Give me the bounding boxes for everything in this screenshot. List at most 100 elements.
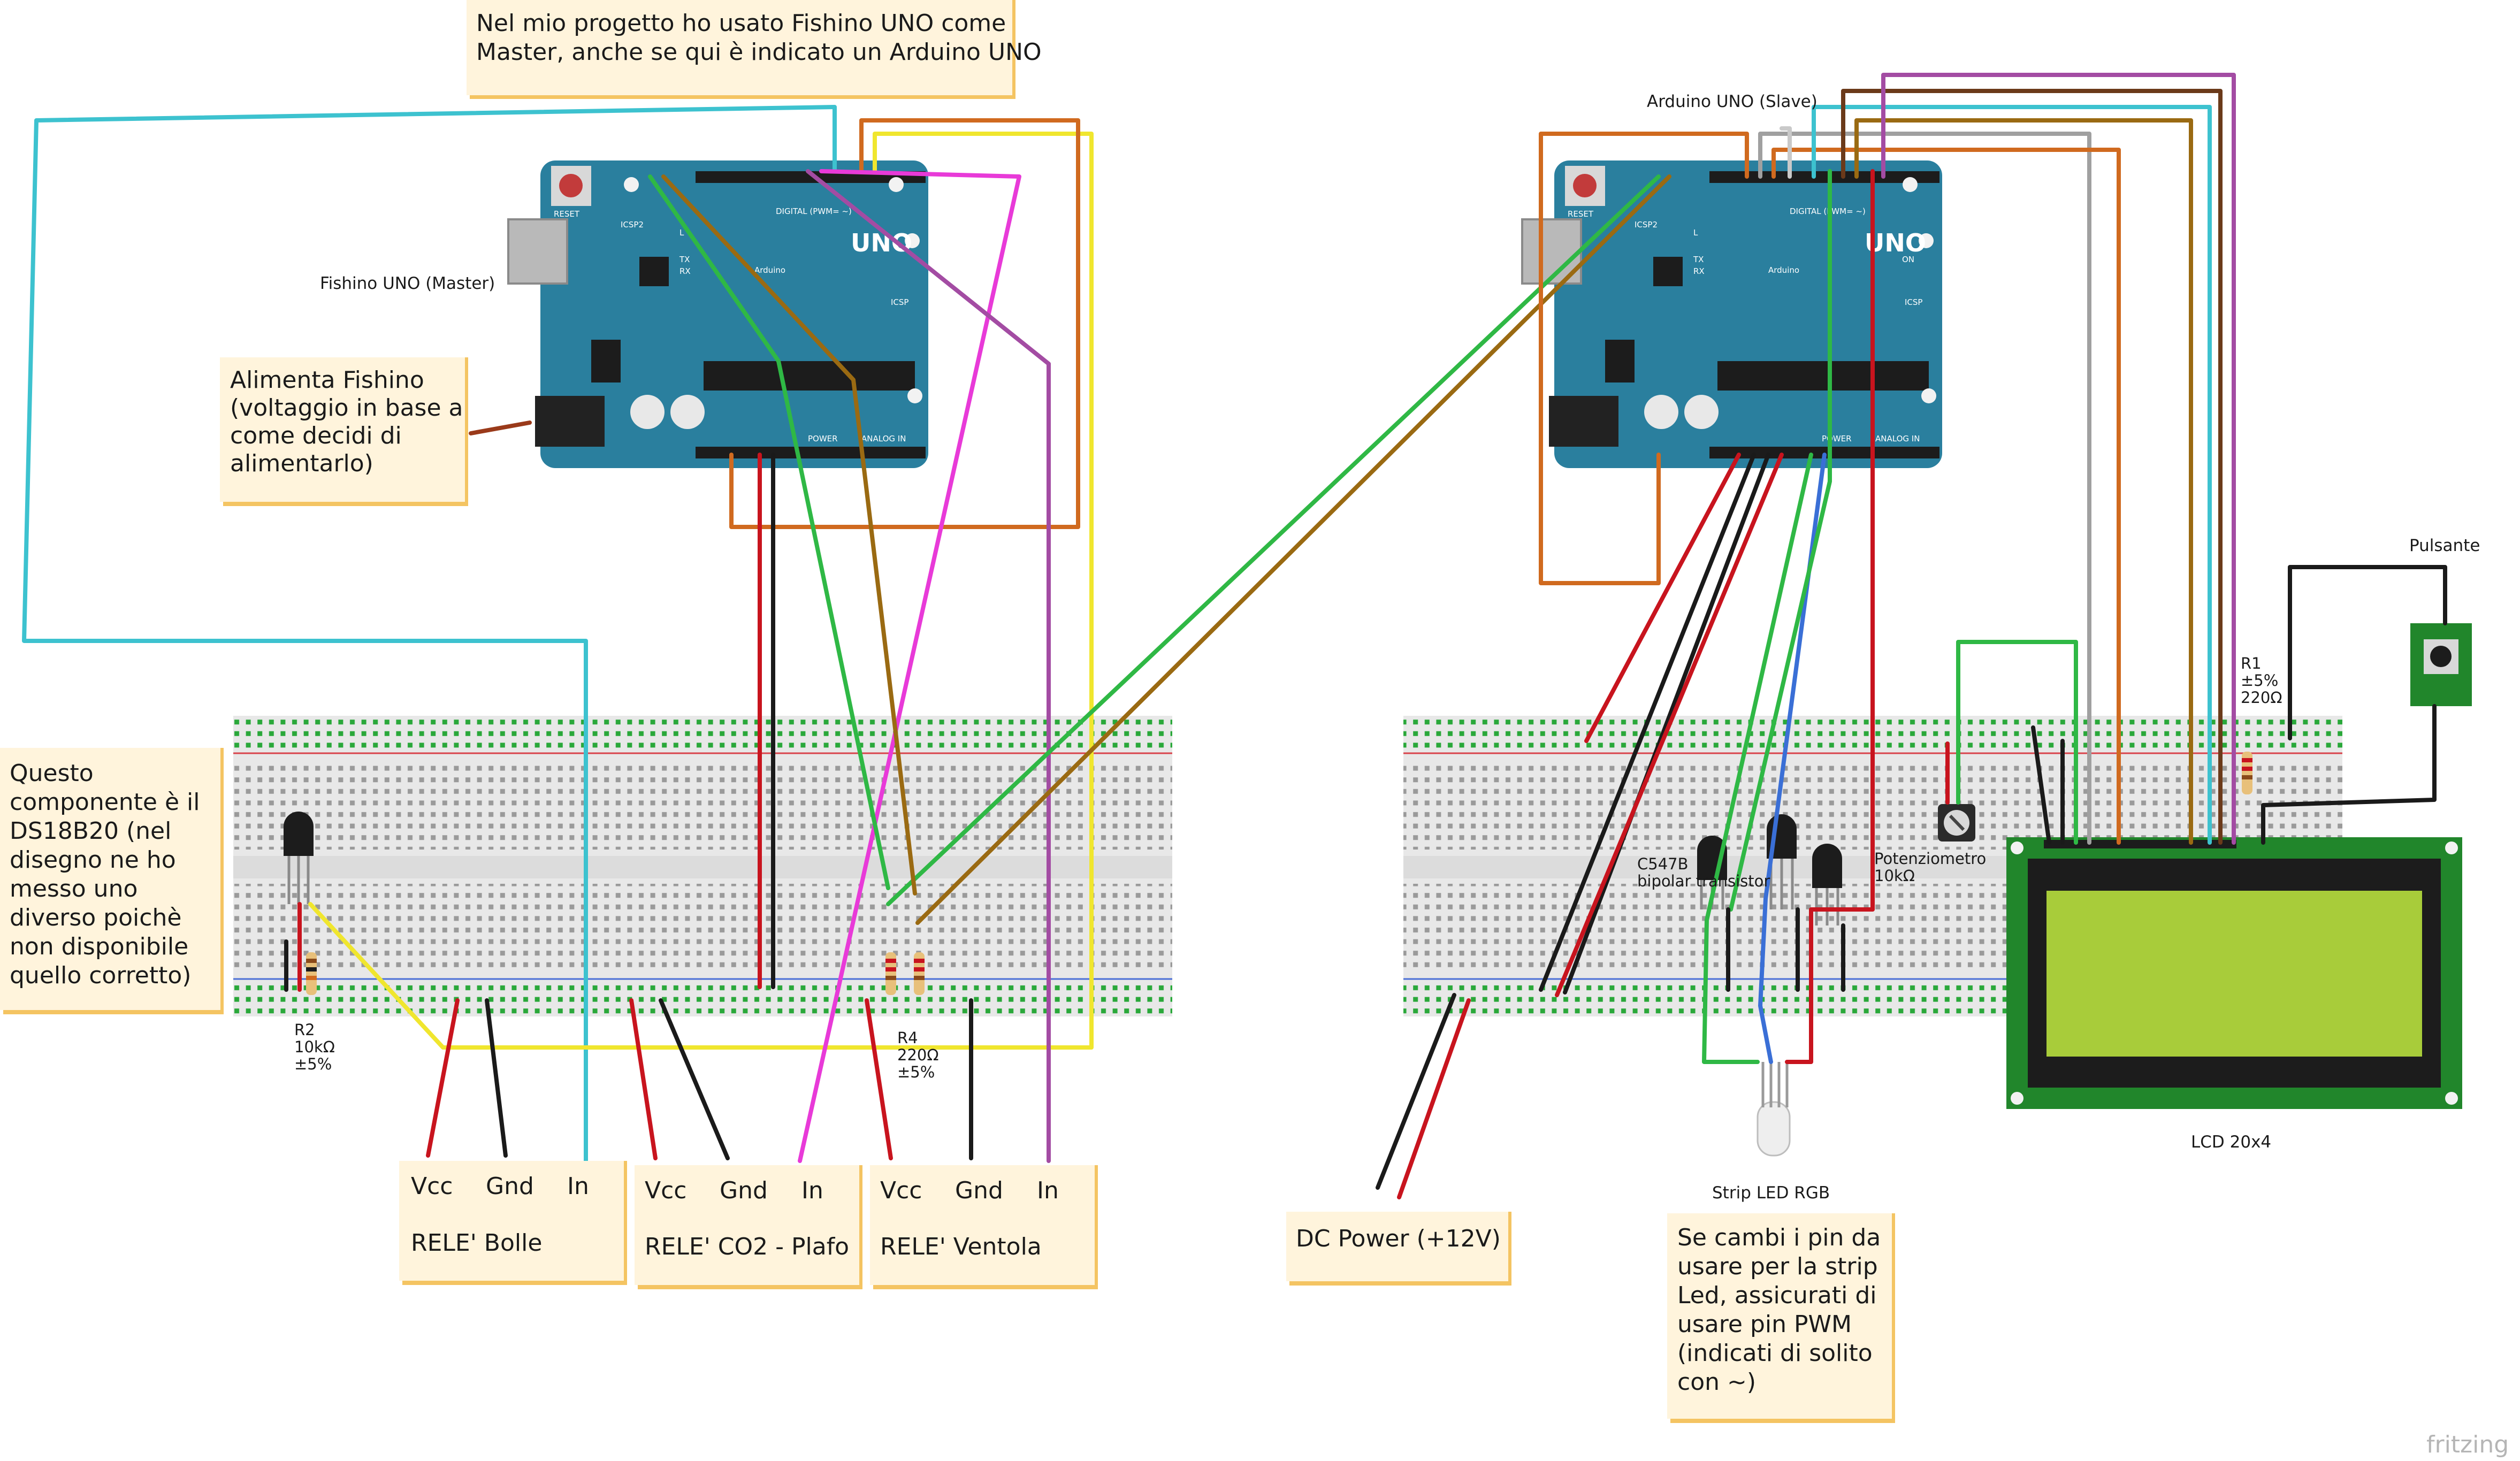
ds18b20-note-line: quello corretto)	[10, 962, 191, 989]
wire-gray-lcd	[1758, 132, 2091, 845]
relay-co2-in: In	[801, 1177, 823, 1204]
potentiometer	[1938, 804, 1975, 842]
breadboard-left	[233, 716, 1172, 1016]
relay-co2-vcc: Vcc	[645, 1177, 686, 1204]
tx-text: TX	[1693, 255, 1704, 264]
transistor-label-line: C547B	[1637, 855, 1689, 873]
arduino-slave-board: UNO Arduino RESET ICSP2 DIGITAL (PWM= ~)…	[1521, 160, 1942, 468]
wire-black-dc	[1376, 993, 1456, 1190]
pwm-note-line: con ~)	[1677, 1368, 1756, 1396]
relay-bolle-name: RELE' Bolle	[411, 1229, 542, 1257]
svg-text:Alimenta Fishino(voltaggio in: Alimenta Fishino(voltaggio in base acome…	[230, 366, 463, 477]
wire-purple-lcd	[1881, 73, 2236, 845]
power-note-line: Alimenta Fishino	[230, 366, 424, 394]
wire-darkbrown-lcd	[1841, 89, 2223, 845]
wire-black-slave-2	[1563, 453, 1770, 995]
label-slave-board: Arduino UNO (Slave)	[1647, 92, 1818, 111]
reset-text: RESET	[554, 209, 580, 219]
r1-label-line: 220Ω	[2241, 689, 2282, 707]
relay-co2-gnd: Gnd	[720, 1177, 768, 1204]
l-text: L	[679, 228, 684, 238]
wire-black-bolle	[485, 998, 508, 1158]
analog-text: ANALOG IN	[861, 434, 906, 443]
transistor-label-line: bipolar transistor	[1637, 872, 1770, 890]
relay-bolle-vcc: Vcc	[411, 1173, 453, 1200]
uno-logo: UNO	[851, 228, 912, 257]
power-text: POWER	[1822, 434, 1852, 443]
wire-green-pot	[1956, 640, 2078, 845]
ds18b20-note-line: DS18B20 (nel	[10, 817, 171, 845]
label-button: Pulsante	[2409, 536, 2480, 555]
uno-logo: UNO	[1865, 228, 1926, 257]
wire-blue-led	[1758, 453, 1827, 1064]
arduino-master-board: UNO Arduino RESET ICSP2 DIGITAL (PWM= ~)…	[507, 160, 928, 468]
icsp-text: ICSP	[1905, 297, 1922, 307]
relay-ventola-name: RELE' Ventola	[880, 1233, 1042, 1260]
ds18b20-note-line: componente è il	[10, 789, 200, 816]
label-led: Strip LED RGB	[1712, 1183, 1830, 1203]
dc-power-label: DC Power (+12V)	[1296, 1225, 1501, 1252]
r2-label-line: ±5%	[294, 1055, 332, 1073]
wire-red-co2	[629, 998, 658, 1160]
rx-text: RX	[1693, 266, 1705, 276]
note-relay-co2: Vcc Gnd In RELE' CO2 - Plafo	[635, 1165, 862, 1289]
pwm-note-line: Se cambi i pin da	[1677, 1224, 1881, 1251]
ds18b20-sensor	[284, 812, 314, 904]
pwm-note-line: usare per la strip	[1677, 1253, 1878, 1280]
note-relay-bolle: Vcc Gnd In RELE' Bolle	[399, 1161, 627, 1285]
resistor-r4a	[885, 952, 896, 995]
pwm-note-line: (indicati di solito	[1677, 1340, 1873, 1367]
power-note-line: alimentarlo)	[230, 450, 373, 477]
r1-label-line: ±5%	[2241, 671, 2278, 690]
arduino-logo: Arduino	[754, 265, 785, 275]
wire-black-co2	[659, 998, 730, 1160]
wire-black-button-2	[2261, 704, 2437, 845]
ds18b20-note-line: Questo	[10, 760, 94, 787]
reset-text: RESET	[1568, 209, 1594, 219]
ds18b20-note-line: messo uno	[10, 875, 138, 902]
wire-purple-ventola	[806, 169, 1051, 1163]
on-text: ON	[1902, 255, 1914, 264]
relay-ventola-vcc: Vcc	[880, 1177, 922, 1204]
relay-ventola-in: In	[1037, 1177, 1059, 1204]
wire-black-lcd-1	[2031, 725, 2051, 845]
analog-text: ANALOG IN	[1875, 434, 1920, 443]
wire-green-led	[1702, 453, 1813, 1064]
wire-red-slave-2	[1555, 453, 1784, 997]
wire-red-bolle	[426, 998, 460, 1158]
digital-text: DIGITAL (PWM= ~)	[776, 206, 852, 216]
relay-bolle-in: In	[567, 1173, 589, 1200]
power-note-line: come decidi di	[230, 422, 402, 449]
r2-label-line: 10kΩ	[294, 1038, 335, 1056]
master-note-line: Master, anche se qui è indicato un Ardui…	[476, 39, 1042, 66]
wire-cyan-lcd	[1812, 105, 2212, 845]
wire-red-dc	[1397, 998, 1471, 1199]
wire-green-slave-pwm	[1729, 169, 1832, 912]
wire-cyan-ds18b20	[22, 105, 837, 1163]
wire-power-jack	[469, 420, 532, 435]
ds18b20-note-line: diverso poichè	[10, 904, 181, 931]
resistor-r4b	[914, 952, 925, 995]
power-text: POWER	[808, 434, 838, 443]
push-button	[2410, 623, 2472, 706]
wire-red-ventola	[865, 998, 893, 1160]
wire-orange-loop	[729, 118, 1080, 529]
wire-brown-lcd	[1854, 118, 2193, 845]
label-r1: R1±5%220Ω	[2241, 654, 2282, 707]
r2-label-line: R2	[294, 1021, 315, 1039]
icsp-text: ICSP	[891, 297, 908, 307]
resistor-r2	[306, 952, 317, 995]
ds18b20-note-line: disegno ne ho	[10, 846, 176, 874]
wire-orange-lcd	[1771, 148, 2121, 845]
wire-black-button	[2288, 565, 2447, 740]
digital-text: DIGITAL (PWM= ~)	[1790, 206, 1866, 216]
transistor-3	[1812, 844, 1842, 925]
